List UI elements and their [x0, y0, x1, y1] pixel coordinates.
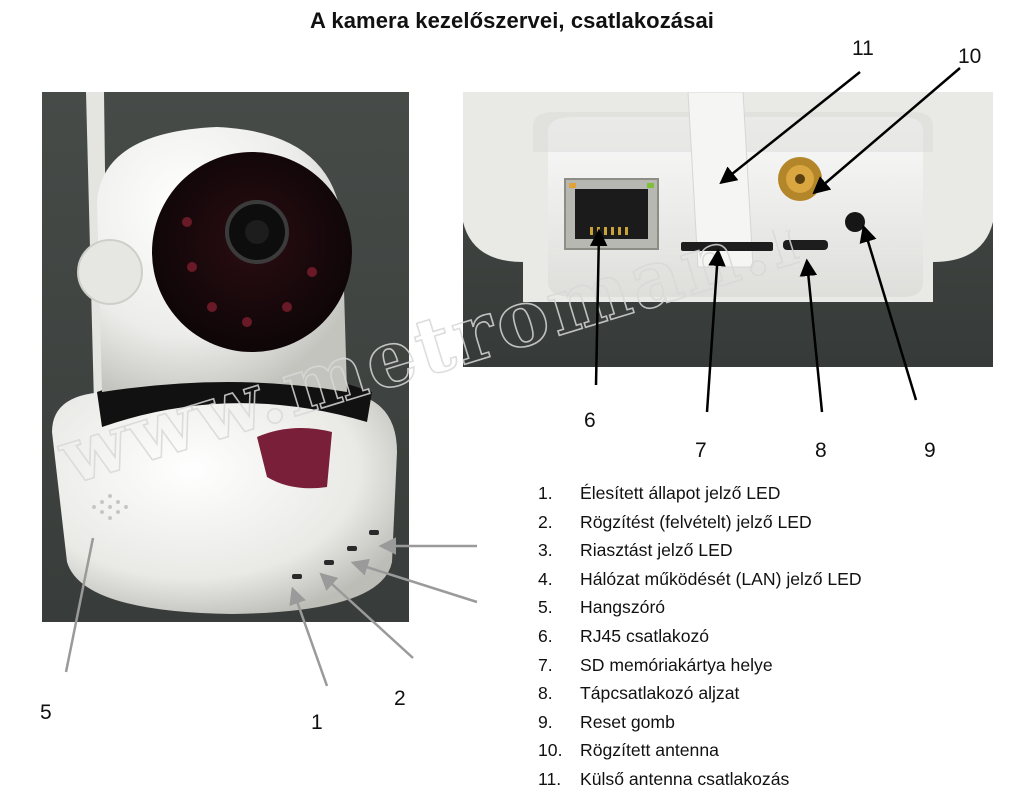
legend-text: Külső antenna csatlakozás — [580, 768, 790, 789]
legend-text: Hálózat működését (LAN) jelző LED — [580, 568, 862, 589]
arrow-10 — [812, 67, 961, 195]
arrow-1 — [289, 586, 329, 687]
legend-text: RJ45 csatlakozó — [580, 625, 710, 646]
callout-label-1: 1 — [311, 711, 323, 734]
legend-item: 8. Tápcsatlakozó aljzat — [538, 679, 862, 708]
camera-front-photo — [42, 92, 409, 622]
legend-text: Élesített állapot jelző LED — [580, 483, 781, 503]
legend-item: 5. Hangszóró — [538, 593, 862, 622]
legend-text: Rögzített antenna — [580, 740, 719, 761]
page-title: A kamera kezelőszervei, csatlakozásai — [309, 8, 715, 33]
legend-item: 7. SD memóriakártya helye — [538, 651, 862, 680]
arrow-9 — [859, 224, 918, 401]
legend-index: 4. — [538, 568, 553, 589]
legend-index: 2. — [538, 511, 553, 532]
arrow-8 — [799, 258, 824, 413]
arrow-5 — [64, 537, 95, 673]
legend-item: 4. Hálózat működését (LAN) jelző LED — [538, 565, 862, 594]
arrow-11 — [719, 71, 861, 185]
legend-list: 1. Élesített állapot jelző LED 2. Rögzítés… — [538, 479, 862, 794]
legend-text: Hangszóró — [580, 597, 666, 618]
legend-index: 9. — [538, 711, 553, 732]
callout-label-7: 7 — [695, 439, 707, 462]
arrow-2 — [319, 572, 414, 659]
legend-index: 6. — [538, 625, 553, 646]
legend-index: 8. — [538, 683, 553, 704]
legend-item: 10. Rögzített antenna — [538, 736, 862, 765]
legend-text: SD memóriakártya helye — [580, 654, 773, 675]
callout-label-11: 11 — [852, 37, 874, 60]
legend-item: 6. RJ45 csatlakozó — [538, 622, 862, 651]
legend-item: 3. Riasztást jelző LED — [538, 536, 862, 565]
callout-label-6: 6 — [584, 409, 596, 432]
arrow-7 — [705, 248, 726, 413]
legend-index: 7. — [538, 654, 553, 675]
legend-item: 2. Rögzítést (felvételt) jelző LED — [538, 508, 862, 537]
legend-text: Riasztást jelző LED — [580, 540, 733, 561]
legend-item: 9. Reset gomb — [538, 708, 862, 737]
legend-text: Tápcsatlakozó aljzat — [580, 683, 740, 704]
legend-index: 5. — [538, 597, 553, 618]
legend-text: Rögzítést (felvételt) jelző LED — [580, 511, 812, 532]
arrow-6 — [589, 228, 608, 386]
legend-item: 1. Élesített állapot jelző LED — [538, 479, 862, 508]
arrow-3 — [350, 558, 478, 604]
legend-item: 11. Külső antenna csatlakozás — [538, 765, 862, 794]
callout-label-2: 2 — [394, 687, 406, 710]
legend-index: 1. — [538, 483, 553, 503]
callout-label-10: 10 — [958, 45, 982, 68]
callout-label-9: 9 — [924, 439, 936, 462]
callout-label-8: 8 — [815, 439, 827, 462]
legend-index: 11. — [538, 768, 562, 789]
legend-index: 10. — [538, 740, 563, 761]
callout-label-5: 5 — [40, 701, 52, 724]
camera-rear-photo — [463, 92, 993, 367]
legend-text: Reset gomb — [580, 711, 675, 732]
legend-index: 3. — [538, 540, 553, 561]
